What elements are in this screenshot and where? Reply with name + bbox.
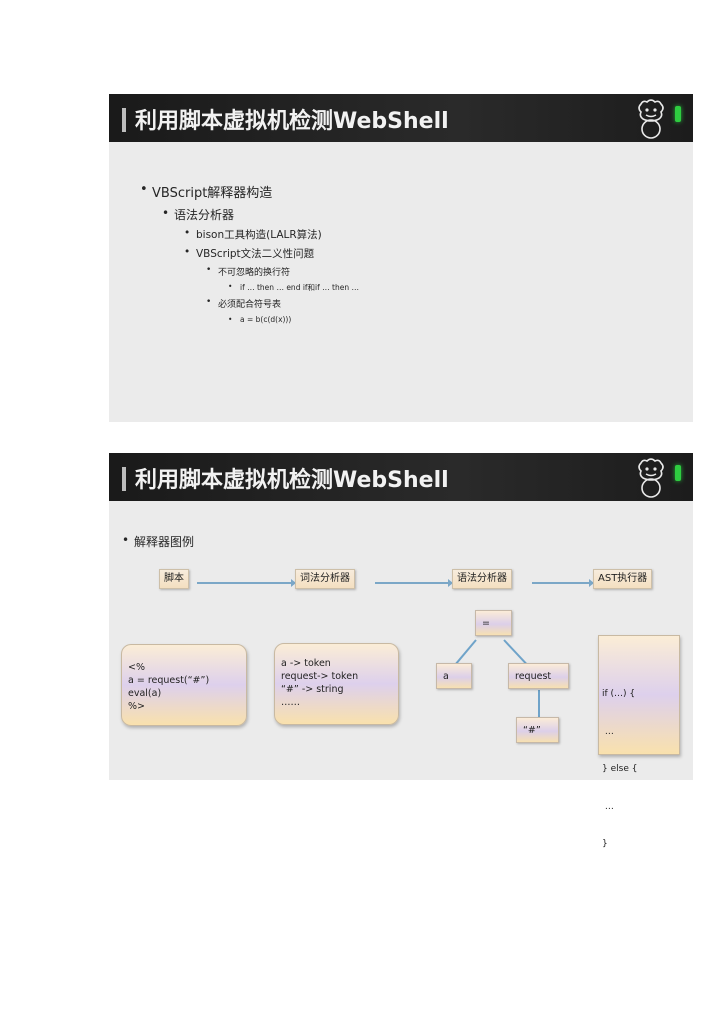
- bullet-l1: VBScript解释器构造: [140, 182, 272, 201]
- slide-header: 利用脚本虚拟机检测WebShell: [109, 94, 693, 142]
- bullet-l4: 必须配合符号表: [206, 297, 281, 310]
- slide-title: 利用脚本虚拟机检测WebShell: [135, 109, 449, 134]
- green-badge: [675, 106, 681, 122]
- token-line: “#” -> string: [281, 684, 344, 695]
- flow-step-parser: 语法分析器: [452, 569, 512, 589]
- slide-1: 利用脚本虚拟机检测WebShell VBScript解释器构造 语法分析器 bi…: [109, 94, 693, 422]
- slide-header: 利用脚本虚拟机检测WebShell: [109, 453, 693, 501]
- ast-edge: [538, 690, 540, 718]
- bullet-l5: if … then … end if和if … then …: [228, 282, 359, 293]
- code-line: a = request(“#”): [128, 675, 210, 686]
- ast-node-root: =: [475, 610, 512, 636]
- flow-arrow: [197, 579, 296, 587]
- green-badge: [675, 465, 681, 481]
- slide-title: 利用脚本虚拟机检测WebShell: [135, 468, 449, 493]
- flow-arrow: [532, 579, 594, 587]
- code-line: }: [602, 839, 608, 849]
- flow-step-lexer: 词法分析器: [295, 569, 355, 589]
- token-line: a -> token: [281, 658, 331, 669]
- lexer-card: a -> token request-> token “#” -> string…: [274, 643, 399, 725]
- title-accent-bar: [122, 467, 126, 491]
- ast-node-a: a: [436, 663, 472, 689]
- lion-knocker-icon: [631, 98, 681, 140]
- ast-node-string: “#”: [516, 717, 559, 743]
- code-line: } else {: [602, 764, 638, 774]
- code-line: …: [602, 726, 614, 737]
- bullet-l1: 解释器图例: [122, 533, 194, 550]
- flow-step-ast-executor: AST执行器: [593, 569, 653, 589]
- slide-2: 利用脚本虚拟机检测WebShell 解释器图例 脚本 词法分析器 语法分析器 A…: [109, 453, 693, 849]
- bullet-l4: 不可忽略的换行符: [206, 265, 290, 278]
- code-line: …: [602, 801, 614, 812]
- token-line: request-> token: [281, 671, 359, 682]
- code-line: if (…) {: [602, 689, 636, 699]
- code-line: <%: [128, 662, 145, 673]
- script-card: <% a = request(“#”) eval(a) %>: [121, 644, 247, 726]
- lion-knocker-icon: [631, 457, 681, 499]
- bullet-l2: 语法分析器: [162, 206, 234, 223]
- token-line: ……: [281, 697, 300, 708]
- ast-node-request: request: [508, 663, 569, 689]
- code-line: %>: [128, 701, 145, 712]
- flow-arrow: [375, 579, 453, 587]
- code-line: eval(a): [128, 688, 162, 699]
- executor-card: if (…) { … } else { … }: [598, 635, 680, 849]
- bullet-l3: bison工具构造(LALR算法): [184, 227, 322, 242]
- title-accent-bar: [122, 108, 126, 132]
- flow-step-script: 脚本: [159, 569, 189, 589]
- ast-edge: [503, 639, 528, 666]
- bullet-l5: a = b(c(d(x))): [228, 315, 291, 324]
- bullet-l3: VBScript文法二义性问题: [184, 246, 314, 261]
